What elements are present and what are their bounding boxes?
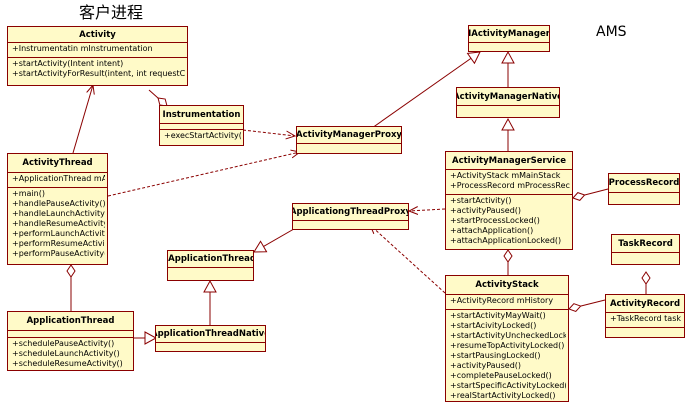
class-activityrecord: ActivityRecord +TaskRecord task xyxy=(605,294,685,338)
operation: +startPausingLocked() xyxy=(450,351,541,360)
operations: +schedulePauseActivity() +scheduleLaunch… xyxy=(8,338,133,371)
attributes: +ActivityRecord mHistory xyxy=(446,295,568,310)
operation: +handleResumeActivity() xyxy=(12,219,105,228)
attribute: +Instrumentatin mInstrumentation xyxy=(12,44,153,53)
attributes: +ApplicationThread mAppThread xyxy=(8,173,107,188)
class-name: Activity xyxy=(8,27,187,43)
class-name: IActivityManager xyxy=(469,26,549,43)
class-instrumentation: Instrumentation +execStartActivity() xyxy=(159,105,244,146)
class-name: ActivityThread xyxy=(8,154,107,173)
class-name: ActivityRecord xyxy=(606,295,684,313)
class-activitymanagerproxy: ActivityManagerProxy xyxy=(296,126,402,154)
edge-activitystack-activityrecord xyxy=(568,299,606,313)
attributes xyxy=(297,144,401,148)
attributes xyxy=(609,193,679,198)
class-name: TaskRecord xyxy=(612,235,679,253)
class-activity: Activity +Instrumentatin mInstrumentatio… xyxy=(7,26,188,86)
attributes xyxy=(612,253,679,258)
operation: +attachApplication() xyxy=(450,226,534,235)
operation: +startActivity(Intent intent) xyxy=(12,59,124,68)
class-name: ActivityStack xyxy=(446,276,568,295)
operation: +realStartActivityLocked() xyxy=(450,391,556,400)
operation: +startAcivityLocked() xyxy=(450,321,537,330)
class-activitystack: ActivityStack +ActivityRecord mHistory +… xyxy=(445,275,569,402)
class-applicationthread: ApplicationThread +schedulePauseActivity… xyxy=(7,311,134,371)
operation: +resumeTopActivityLocked() xyxy=(450,341,565,350)
operation: +scheduleLaunchActivity() xyxy=(12,349,120,358)
operations: +startActivity(Intent intent) +startActi… xyxy=(8,58,187,81)
operation: +execStartActivity() xyxy=(164,131,241,140)
attributes: +Instrumentatin mInstrumentation xyxy=(8,43,187,58)
class-name: ApplicationgThreadProxy xyxy=(293,204,408,221)
attribute: +ActivityRecord mHistory xyxy=(450,296,554,305)
operation: +main() xyxy=(12,189,45,198)
attributes xyxy=(160,124,243,130)
operation: +startActivity() xyxy=(450,196,512,205)
edge-activitythread-amproxy xyxy=(107,152,300,197)
class-name: ActivityManagerService xyxy=(446,152,572,170)
class-iapplicationthread: IApplicationThread xyxy=(167,250,254,281)
attribute: +ProcessRecord mProcessRecord xyxy=(450,181,570,190)
operation: +handleLaunchActivity() xyxy=(12,209,105,218)
operation: +performLaunchActivity() xyxy=(12,229,105,238)
ams-title: AMS xyxy=(596,24,627,40)
class-applicationthreadproxy: ApplicationgThreadProxy xyxy=(292,203,409,230)
operation: +activityPaused() xyxy=(450,361,522,370)
operation: +startActivityMayWait() xyxy=(450,311,546,320)
operations: +execStartActivity() xyxy=(160,130,243,143)
class-name: ActivityManagerProxy xyxy=(297,127,401,144)
attributes xyxy=(469,43,549,47)
edge-activitystack-appthreadproxy xyxy=(370,225,446,294)
class-name: ApplicationThread xyxy=(8,312,133,331)
class-name: ActivityManagerNative xyxy=(457,88,559,106)
operations: +startActivityMayWait() +startAcivityLoc… xyxy=(446,310,568,403)
operation: +schedulePauseActivity() xyxy=(12,339,115,348)
operation: +scheduleResumeActivity() xyxy=(12,359,123,368)
class-activitymanagerservice: ActivityManagerService +ActivityStack mM… xyxy=(445,151,573,250)
class-name: IApplicationThread xyxy=(168,251,253,268)
attribute: +TaskRecord task xyxy=(610,314,681,323)
attributes xyxy=(8,331,133,338)
attributes xyxy=(457,106,559,111)
class-name: Instrumentation xyxy=(160,106,243,124)
operation: +startSpecificActivityLocked() xyxy=(450,381,566,390)
operation: +completePauseLocked() xyxy=(450,371,552,380)
attributes xyxy=(156,343,265,347)
operations: +main() +handlePauseActivity() +handleLa… xyxy=(8,188,107,261)
operation: +performPauseActivity() xyxy=(12,249,105,258)
operation: +attachApplicationLocked() xyxy=(450,236,562,245)
edge-instrumentation-amproxy xyxy=(242,129,295,136)
class-name: ProcessRecord xyxy=(609,174,679,193)
attributes xyxy=(168,268,253,273)
class-taskrecord: TaskRecord xyxy=(611,234,680,265)
edge-activitythread-activity xyxy=(72,85,93,154)
class-name: ApplicationThreadNative xyxy=(156,326,265,343)
attributes: +TaskRecord task xyxy=(606,313,684,328)
attribute: +ApplicationThread mAppThread xyxy=(12,174,105,183)
attributes: +ActivityStack mMainStack +ProcessRecord… xyxy=(446,170,572,195)
edge-activity-instrumentation xyxy=(148,89,168,107)
operations xyxy=(606,328,684,331)
class-activitymanagernative: ActivityManagerNative xyxy=(456,87,560,118)
operation: +handlePauseActivity() xyxy=(12,199,105,208)
class-activitythread: ActivityThread +ApplicationThread mAppTh… xyxy=(7,153,108,265)
operations: +startActivity() +activityPaused() +star… xyxy=(446,195,572,248)
class-applicationthreadnative: ApplicationThreadNative xyxy=(155,325,266,352)
edge-amproxy-iam xyxy=(371,51,481,129)
attributes xyxy=(293,221,408,225)
edge-ams-processrecord xyxy=(572,188,609,201)
edge-ams-appthreadproxy xyxy=(409,209,446,211)
operation: +activityPaused() xyxy=(450,206,522,215)
operation: +startActivityUncheckedLocked() xyxy=(450,331,566,340)
operation: +startActivityForResult(intent, int requ… xyxy=(12,69,185,78)
operation: +startProcessLocked() xyxy=(450,216,540,225)
operation: +performResumeActivity() xyxy=(12,239,105,248)
client-process-title: 客户进程 xyxy=(79,3,144,22)
class-iactivitymanager: IActivityManager xyxy=(468,25,550,52)
attribute: +ActivityStack mMainStack xyxy=(450,171,561,180)
class-processrecord: ProcessRecord xyxy=(608,173,680,205)
